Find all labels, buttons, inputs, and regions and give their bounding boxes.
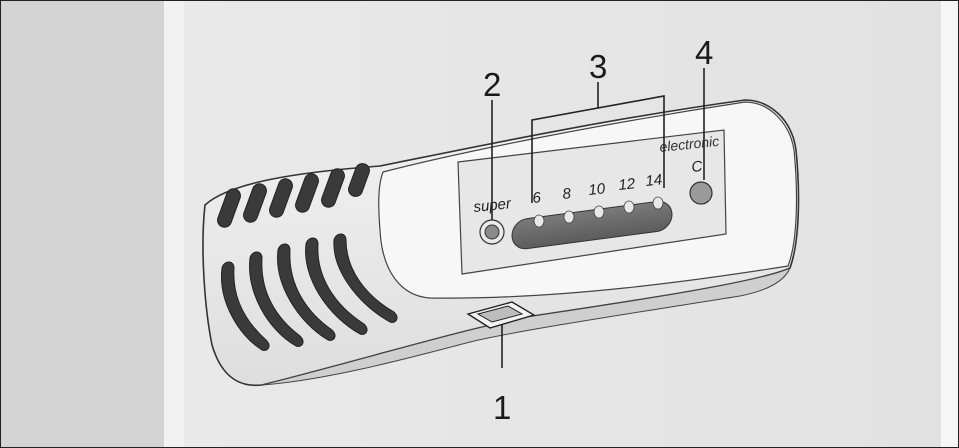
upper-vent-slot bbox=[321, 168, 345, 208]
lower-vent-slot bbox=[249, 251, 304, 347]
main-switch[interactable] bbox=[466, 301, 536, 329]
callout-4: 4 bbox=[695, 34, 713, 71]
callout-3: 3 bbox=[589, 48, 607, 85]
temp-label-10: 10 bbox=[588, 180, 607, 199]
clear-button[interactable] bbox=[689, 181, 713, 205]
switch-rocker bbox=[476, 305, 524, 323]
lower-vent-slot bbox=[305, 237, 368, 335]
led-12 bbox=[623, 200, 635, 214]
upper-vent-slot bbox=[295, 173, 319, 213]
super-button[interactable] bbox=[479, 219, 505, 245]
led-10 bbox=[593, 205, 605, 219]
upper-vent-slot bbox=[243, 183, 267, 223]
led-6 bbox=[533, 214, 545, 228]
wall-strip bbox=[164, 1, 184, 447]
callout-1: 1 bbox=[493, 389, 511, 426]
temp-label-12: 12 bbox=[618, 175, 637, 194]
callout-lines bbox=[491, 68, 705, 368]
callout-2: 2 bbox=[483, 66, 501, 103]
super-button-cap bbox=[484, 224, 500, 240]
ventilation-grille bbox=[217, 163, 398, 351]
side-wall bbox=[1, 1, 164, 447]
clear-label: C bbox=[691, 158, 704, 176]
right-edge-strip bbox=[941, 1, 958, 447]
lower-vent-slot bbox=[333, 233, 398, 323]
temp-label-6: 6 bbox=[532, 189, 543, 207]
temperature-leds bbox=[533, 196, 664, 228]
upper-vent-slot bbox=[217, 188, 241, 228]
upper-vent-slot bbox=[269, 178, 293, 218]
lower-vent-slot bbox=[277, 243, 336, 341]
temp-label-14: 14 bbox=[645, 171, 663, 190]
lower-vent-slot bbox=[220, 261, 270, 351]
led-8 bbox=[563, 210, 575, 224]
led-14 bbox=[652, 196, 664, 210]
temperature-led-strip bbox=[511, 200, 673, 250]
upper-vent-slot bbox=[348, 163, 370, 197]
clear-button-cap bbox=[689, 181, 713, 205]
housing-underside bbox=[261, 267, 791, 386]
temp-label-8: 8 bbox=[562, 185, 573, 203]
